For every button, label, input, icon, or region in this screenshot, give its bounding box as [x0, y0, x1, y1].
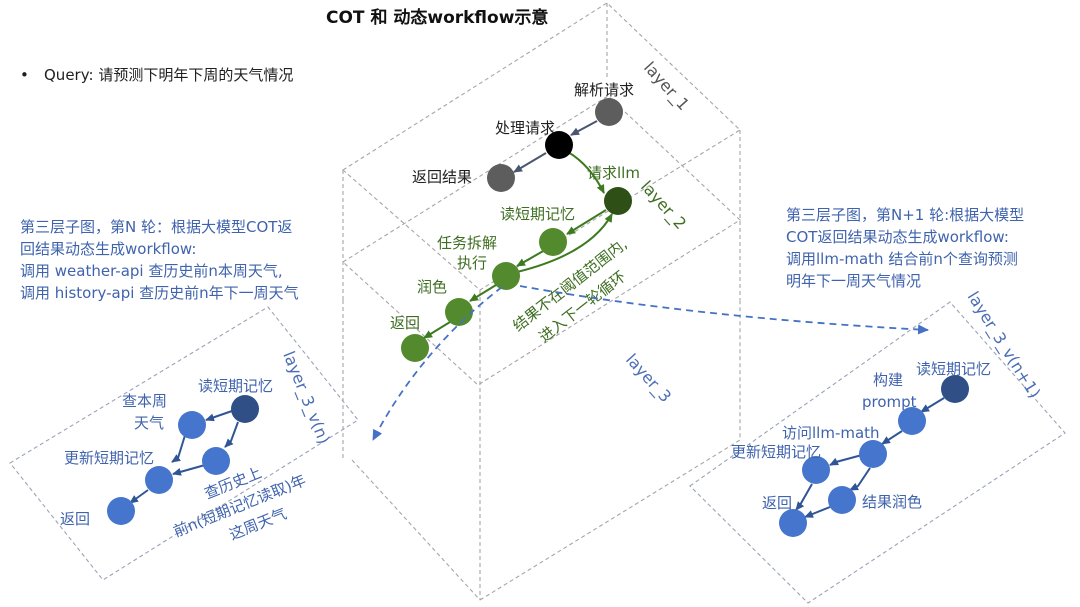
left-desc-line: 调用 history-api 查历史前n年下一周天气: [20, 284, 299, 302]
right-desc-line: 调用llm-math 结合前n个查询预测: [786, 250, 1018, 268]
process-request-label: 处理请求: [495, 119, 555, 137]
request-llm-label: 请求llm: [587, 164, 640, 182]
page-title: COT 和 动态workflow示意: [326, 7, 548, 28]
right-update-memory-label: 更新短期记忆: [731, 443, 821, 461]
return-node[interactable]: [401, 334, 429, 362]
left-desc-line: 回结果动态生成workflow:: [20, 240, 196, 258]
right-build-label: prompt: [862, 393, 917, 411]
arrow: [795, 483, 813, 511]
arrow: [513, 152, 547, 173]
execute-label: 执行: [457, 254, 487, 272]
dashed-arrow-to-right: [519, 285, 929, 335]
right-visit-math-node[interactable]: [859, 440, 887, 468]
arrow: [171, 431, 187, 463]
return-result-node[interactable]: [487, 164, 515, 192]
layer3-label: layer_3: [621, 350, 675, 407]
arrow: [829, 454, 863, 466]
right-desc-line: 明年下一周天气情况: [786, 272, 921, 290]
arrow: [920, 397, 945, 413]
right-return-node[interactable]: [779, 509, 807, 537]
right-update-memory-node[interactable]: [802, 456, 830, 484]
polish-node[interactable]: [445, 298, 473, 326]
arrow: [570, 120, 598, 136]
left-description: 第三层子图，第N 轮：根据大模型COT返 回结果动态生成workflow: 调用…: [20, 218, 299, 302]
arrow: [129, 489, 149, 504]
left-check-week-node[interactable]: [178, 411, 206, 439]
layer1-label: layer_1: [639, 58, 693, 115]
layer-boxes: [342, 2, 741, 601]
arrow: [566, 209, 607, 235]
read-memory-label: 读短期记忆: [500, 205, 575, 223]
right-return-label: 返回: [762, 494, 792, 512]
left-history-node[interactable]: [202, 447, 230, 475]
arrow: [205, 410, 233, 422]
polish-label: 润色: [417, 278, 447, 296]
layer2-label: layer_2: [636, 177, 690, 234]
right-desc-line: COT返回结果动态生成workflow:: [786, 228, 1009, 246]
query-bullet: •: [20, 66, 29, 84]
arrow: [881, 430, 903, 445]
arrow: [804, 506, 831, 518]
left-return-node[interactable]: [107, 497, 135, 525]
layer3-n1-label: layer_3_v(n+1): [963, 288, 1045, 402]
arrow: [172, 464, 206, 476]
process-request-node[interactable]: [545, 131, 573, 159]
left-update-memory-label: 更新短期记忆: [64, 449, 154, 467]
left-desc-line: 调用 weather-api 查历史前n本周天气,: [20, 262, 283, 280]
arrow: [849, 467, 871, 491]
layer3-left-plane: [9, 306, 359, 581]
right-desc-line: 第三层子图，第N+1 轮:根据大模型: [786, 206, 1024, 224]
right-visit-math-label: 访问llm-math: [782, 424, 880, 442]
right-build-prompt-node[interactable]: [898, 407, 926, 435]
read-memory-node[interactable]: [539, 228, 567, 256]
arrow: [224, 421, 239, 448]
arrow: [469, 284, 497, 302]
task-split-node[interactable]: [492, 262, 520, 290]
left-check-week-label: 查本周: [122, 392, 167, 410]
return-result-label: 返回结果: [412, 168, 472, 186]
left-read-memory-label: 读短期记忆: [198, 377, 273, 395]
layer3-base: [351, 459, 481, 601]
layer2-plane: [342, 95, 741, 386]
layer3-base: [479, 300, 741, 601]
right-build-label: 构建: [873, 371, 903, 389]
query-text: Query: 请预测下明年下周的天气情况: [44, 66, 293, 84]
return-label: 返回: [390, 314, 420, 332]
right-read-memory-node[interactable]: [941, 375, 969, 403]
layer1-box-top: [342, 2, 741, 291]
dashed-arrow-to-left: [372, 286, 503, 441]
right-read-memory-label: 读短期记忆: [916, 360, 991, 378]
parse-request-node[interactable]: [595, 98, 623, 126]
left-update-memory-node[interactable]: [145, 466, 173, 494]
layer3-right-plane: [689, 301, 1066, 604]
left-check-week-label: 天气: [134, 414, 164, 432]
task-split-label: 任务拆解: [437, 234, 497, 252]
right-description: 第三层子图，第N+1 轮:根据大模型 COT返回结果动态生成workflow: …: [786, 206, 1024, 290]
arrow: [516, 249, 546, 267]
left-read-memory-node[interactable]: [231, 395, 259, 423]
parse-request-label: 解析请求: [574, 81, 634, 99]
arrow: [567, 151, 605, 194]
left-return-label: 返回: [60, 510, 90, 528]
llm-node[interactable]: [604, 187, 632, 215]
left-desc-line: 第三层子图，第N 轮：根据大模型COT返: [20, 218, 292, 236]
loop-arrow: [516, 213, 613, 273]
right-polish-label: 结果润色: [862, 493, 922, 511]
arrow: [423, 321, 451, 339]
right-polish-node[interactable]: [828, 486, 856, 514]
layer3-n-label: layer_3_v(n): [278, 348, 333, 447]
